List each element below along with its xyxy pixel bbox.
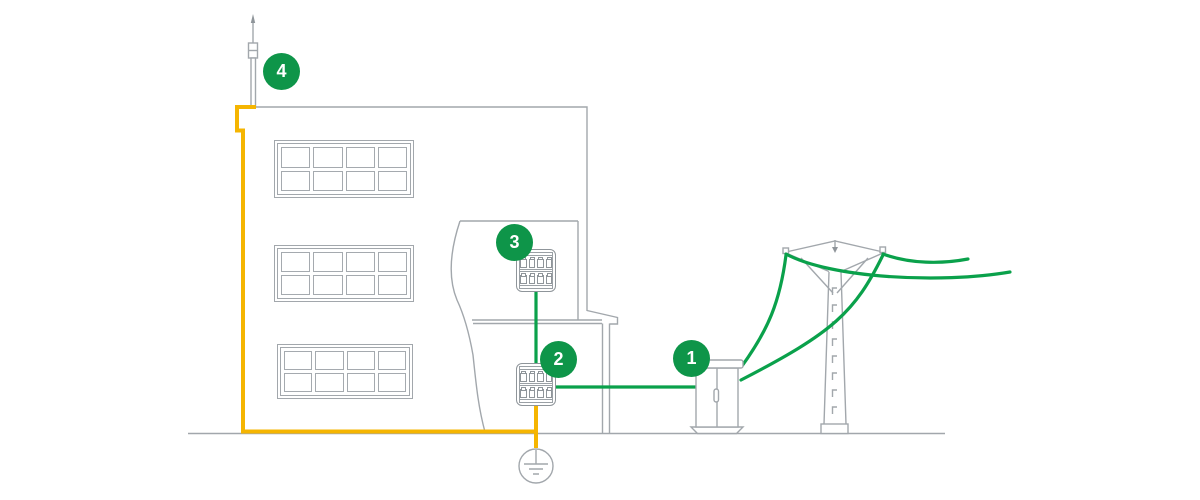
earth-electrode-icon bbox=[518, 448, 554, 484]
window-row2 bbox=[274, 245, 414, 302]
cutaway-wall-section bbox=[450, 220, 579, 433]
lightning-rod-icon bbox=[247, 14, 259, 108]
overhead-power-lines bbox=[739, 252, 1012, 382]
service-drop-right bbox=[739, 253, 885, 382]
window-row3 bbox=[277, 344, 413, 399]
down-conductor bbox=[235, 105, 538, 448]
indoor-wiring bbox=[534, 289, 699, 389]
service-drop-left bbox=[740, 253, 788, 368]
line-stub-right bbox=[881, 252, 970, 264]
breaker-panel-icon-3 bbox=[516, 249, 556, 292]
pole-crossarm bbox=[782, 240, 887, 294]
line-through-pole bbox=[784, 252, 1012, 280]
callout-marker-2[interactable]: 2 bbox=[540, 341, 577, 378]
breaker-panel-icon-2 bbox=[516, 363, 556, 406]
callout-marker-1[interactable]: 1 bbox=[673, 340, 710, 377]
utility-pole bbox=[782, 240, 887, 435]
window-row1 bbox=[274, 140, 414, 198]
callout-marker-4[interactable]: 4 bbox=[263, 53, 300, 90]
callout-marker-3[interactable]: 3 bbox=[496, 224, 533, 261]
